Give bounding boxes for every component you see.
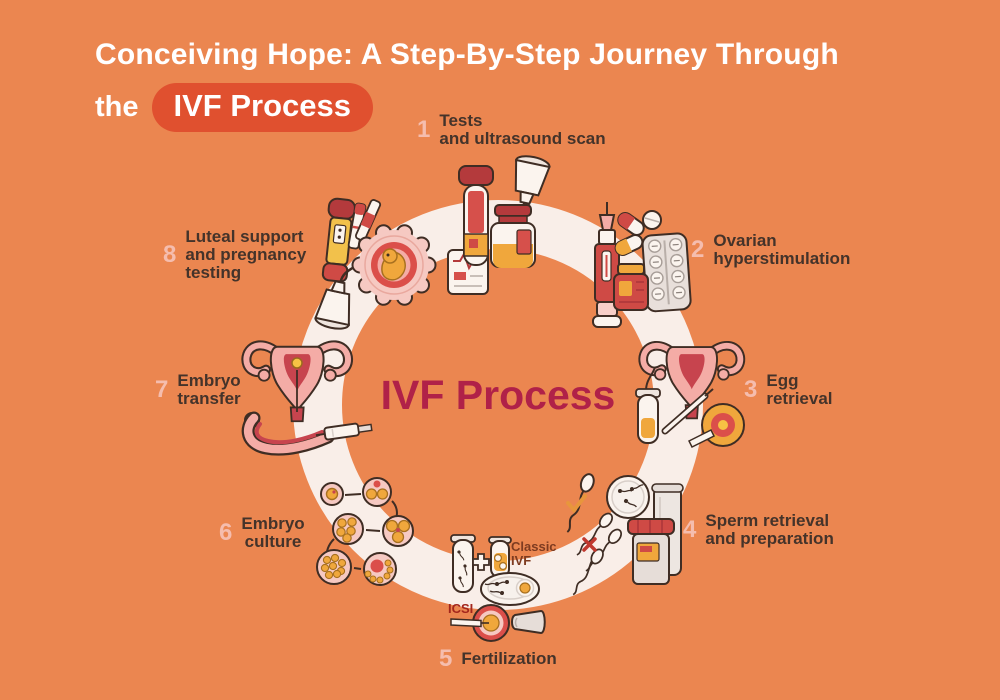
step-1-number: 1 (417, 116, 431, 144)
page-title: Conceiving Hope: A Step-By-Step Journey … (95, 38, 839, 71)
illustration-sperm-retrieval (562, 471, 684, 599)
step-6-label: Embryo culture (241, 514, 305, 552)
icsi-annotation: ICSI (448, 601, 474, 616)
center-title: IVF Process (380, 372, 616, 418)
step-5-label: Fertilization (461, 648, 557, 668)
step-7: 7 Embryo transfer (155, 371, 241, 409)
illustration-embryo-culture (316, 477, 414, 586)
step-1-label: Tests and ultrasound scan (439, 111, 606, 149)
step-6-number: 6 (219, 519, 233, 547)
classic-ivf-annotation: Classic IVF (511, 539, 557, 569)
step-4-number: 4 (683, 516, 697, 544)
step-8-label: Luteal support and pregnancy testing (185, 227, 307, 283)
illustration-tests-ultrasound (447, 152, 553, 295)
step-7-number: 7 (155, 376, 169, 404)
step-5-number: 5 (439, 645, 453, 672)
step-8: 8 Luteal support and pregnancy testing (163, 227, 307, 283)
step-3: 3 Egg retrieval (744, 371, 833, 409)
step-3-label: Egg retrieval (766, 371, 833, 409)
illustration-hyperstimulation (592, 202, 692, 328)
page-subtitle: the IVF Process (95, 83, 373, 132)
step-8-number: 8 (163, 241, 177, 269)
illustration-egg-retrieval (635, 346, 744, 449)
step-2: 2 Ovarian hyperstimulation (691, 231, 851, 269)
illustration-embryo-transfer (245, 345, 373, 456)
subtitle-prefix: the (95, 91, 139, 123)
step-4-label: Sperm retrieval and preparation (705, 511, 834, 549)
step-6: 6 Embryo culture (219, 514, 305, 552)
step-7-label: Embryo transfer (177, 371, 241, 409)
step-5: 5 Fertilization (439, 645, 557, 673)
step-2-number: 2 (691, 236, 705, 264)
step-4: 4 Sperm retrieval and preparation (683, 511, 834, 549)
step-2-label: Ovarian hyperstimulation (713, 231, 851, 269)
step-1: 1 Tests and ultrasound scan (417, 111, 606, 149)
illustration-pregnancy-testing (312, 197, 437, 333)
step-3-number: 3 (744, 376, 758, 404)
ivf-process-badge: IVF Process (151, 83, 373, 132)
illustration-fertilization (450, 534, 546, 642)
